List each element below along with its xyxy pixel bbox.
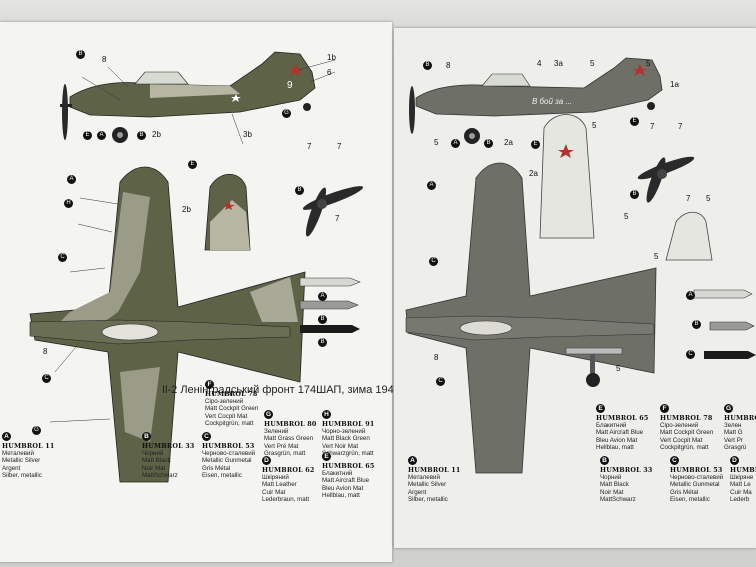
tail-fin-detail-right (539, 114, 713, 261)
paint-letter-badge: B (692, 320, 701, 329)
paint-key-c: C HUMBROL 53 Черново-сталевий Metallic G… (202, 432, 256, 480)
paint-letter-badge: C (436, 377, 445, 386)
paint-letter-badge: A (686, 291, 695, 300)
paint-letter-badge: B (630, 190, 639, 199)
paint-letter-badge: A (451, 139, 460, 148)
paint-key-d-right: D HUMBRO Шкіряне Matt Le Cuir Ma Lederb (730, 456, 756, 504)
left-instruction-page: 9 (0, 22, 437, 562)
paint-letter-badge: E (531, 140, 540, 149)
callout-number: 2b (152, 130, 161, 139)
callout-number: 7 (337, 142, 342, 151)
paint-letter-badge: B (318, 315, 327, 324)
callout-number: 5 (590, 59, 595, 68)
paint-key-a: A HUMBROL 11 Металевий Metallic Silver A… (2, 432, 55, 480)
paint-letter-badge: G (282, 109, 291, 118)
paint-letter-badge: C (686, 350, 695, 359)
paint-letter-badge: C (58, 253, 67, 262)
paint-key-e: E HUMBROL 65 Блакитний Matt Aircraft Blu… (322, 452, 375, 500)
fuselage-slogan: В бой за ... (532, 97, 572, 106)
paint-key-h: H HUMBROL 91 Чорно-зелений Matt Black Gr… (322, 410, 375, 458)
paint-letter-badge: B (137, 131, 146, 140)
paint-letter-badge: A (97, 131, 106, 140)
paint-letter-badge: G (32, 426, 41, 435)
callout-number: 3a (554, 59, 563, 68)
tail-fin-detail (204, 173, 251, 251)
paint-letter-badge: E (83, 131, 92, 140)
callout-number: 8 (102, 55, 107, 64)
callout-number: 2a (529, 169, 538, 178)
leader-lines (49, 59, 336, 423)
paint-letter-badge: A (67, 175, 76, 184)
paint-key-f-right: F HUMBROL 78 Сіро-зелений Matt Cockpit G… (660, 404, 714, 452)
paint-letter-badge: B (318, 338, 327, 347)
callout-number: 8 (446, 61, 451, 70)
callout-number: 5 (434, 138, 439, 147)
callout-number: 7 (678, 122, 683, 131)
callout-number: 5 (706, 194, 711, 203)
paint-letter-badge: C (42, 374, 51, 383)
paint-letter-badge: H (64, 199, 73, 208)
paint-key-b-right: B HUMBROL 33 Чорний Matt Black Noir Mat … (600, 456, 653, 504)
callout-number: 2b (182, 205, 191, 214)
paint-key-a-right: A HUMBROL 11 Металевий Metallic Silver A… (408, 456, 461, 504)
callout-number: 7 (307, 142, 312, 151)
paint-letter-badge: C (429, 257, 438, 266)
aircraft-caption: Il-2 Ленінградський фронт 174ШАП, зима 1… (162, 384, 438, 396)
callout-number: 1b (327, 53, 336, 62)
side-view-aircraft: 9 (60, 51, 316, 143)
paint-letter-badge: A (427, 181, 436, 190)
callout-number: 6 (327, 68, 332, 77)
callout-number: 4 (537, 59, 542, 68)
ordnance-details-right (693, 289, 756, 359)
callout-number: 5 (616, 364, 621, 373)
paint-letter-badge: B (76, 50, 85, 59)
paint-key-f: F HUMBROL 78 Сіро-зелений Matt Cockpit G… (205, 380, 259, 428)
callout-number: 8 (434, 353, 439, 362)
paint-letter-badge: B (484, 139, 493, 148)
svg-text:9: 9 (287, 80, 293, 91)
callout-number: 5 (624, 212, 629, 221)
landing-gear-detail (565, 347, 623, 387)
top-view-aircraft-right (405, 162, 657, 474)
ordnance-details (299, 277, 361, 333)
paint-key-d: D HUMBROL 62 Шкіряний Matt Leather Cuir … (262, 456, 315, 504)
paint-letter-badge: A (318, 292, 327, 301)
side-view-aircraft-right: В бой за ... (409, 57, 663, 144)
callout-number: 5 (654, 252, 659, 261)
propeller-detail (302, 186, 364, 237)
callout-number: 1a (670, 80, 679, 89)
paint-key-b: B HUMBROL 33 Чорний Matt Black Noir Mat … (142, 432, 195, 480)
paint-key-e-right: E HUMBROL 65 Блакитний Matt Aircraft Blu… (596, 404, 649, 452)
right-page-drawings: В бой за ... (405, 57, 756, 474)
right-instruction-page: В бой за ... (394, 28, 756, 548)
callout-number: 3b (243, 130, 252, 139)
top-view-aircraft (29, 166, 306, 483)
paint-letter-badge: B (423, 61, 432, 70)
paint-letter-badge: E (630, 117, 639, 126)
callout-number: 8 (43, 347, 48, 356)
callout-number: 7 (335, 214, 340, 223)
left-page-drawings: 9 (29, 51, 364, 483)
paint-key-c-right: C HUMBROL 53 Черново-сталевий Metallic G… (670, 456, 724, 504)
callout-number: 2a (504, 138, 513, 147)
callout-number: 7 (686, 194, 691, 203)
callout-number: 5 (646, 59, 651, 68)
paint-key-g-right: G HUMBRO Зелен Matt G Vert Pr Grasgrü (724, 404, 756, 452)
callout-number: 7 (650, 122, 655, 131)
paint-key-g: G HUMBROL 80 Зелений Matt Grass Green Ve… (264, 410, 317, 458)
paint-letter-badge: B (295, 186, 304, 195)
paint-letter-badge: E (188, 160, 197, 169)
callout-number: 5 (592, 121, 597, 130)
propeller-detail-right (637, 156, 695, 203)
